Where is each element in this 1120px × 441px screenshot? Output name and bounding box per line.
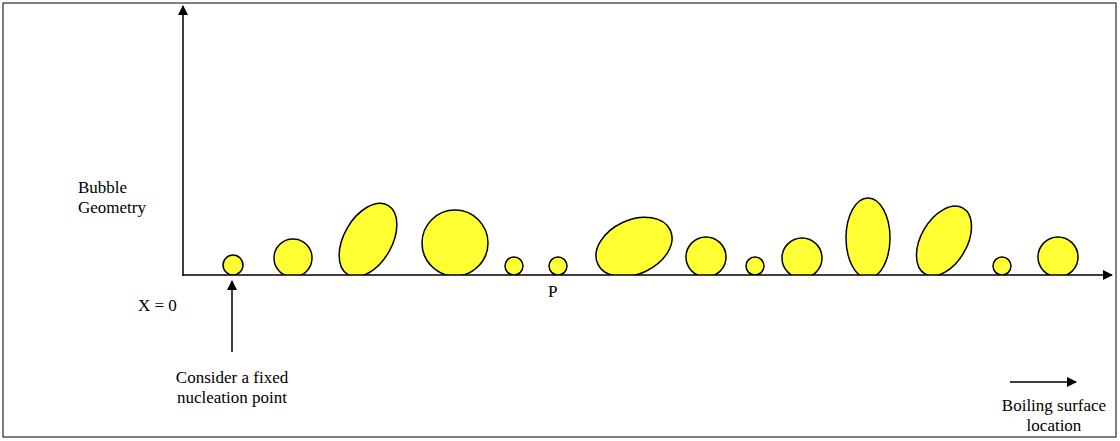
point-label: P — [548, 282, 572, 302]
surface-axis — [183, 274, 1112, 276]
vertical-axis — [182, 6, 184, 276]
bubbles — [223, 193, 1078, 275]
note-label: Consider a fixed nucleation point — [142, 368, 322, 409]
nucleation-arrow — [231, 281, 233, 352]
direction-arrow — [1010, 381, 1076, 383]
axis-label: Bubble Geometry — [78, 178, 164, 219]
frame — [3, 3, 1116, 437]
origin-label: X = 0 — [138, 296, 198, 316]
axis-label: Boiling surface location — [994, 396, 1114, 437]
